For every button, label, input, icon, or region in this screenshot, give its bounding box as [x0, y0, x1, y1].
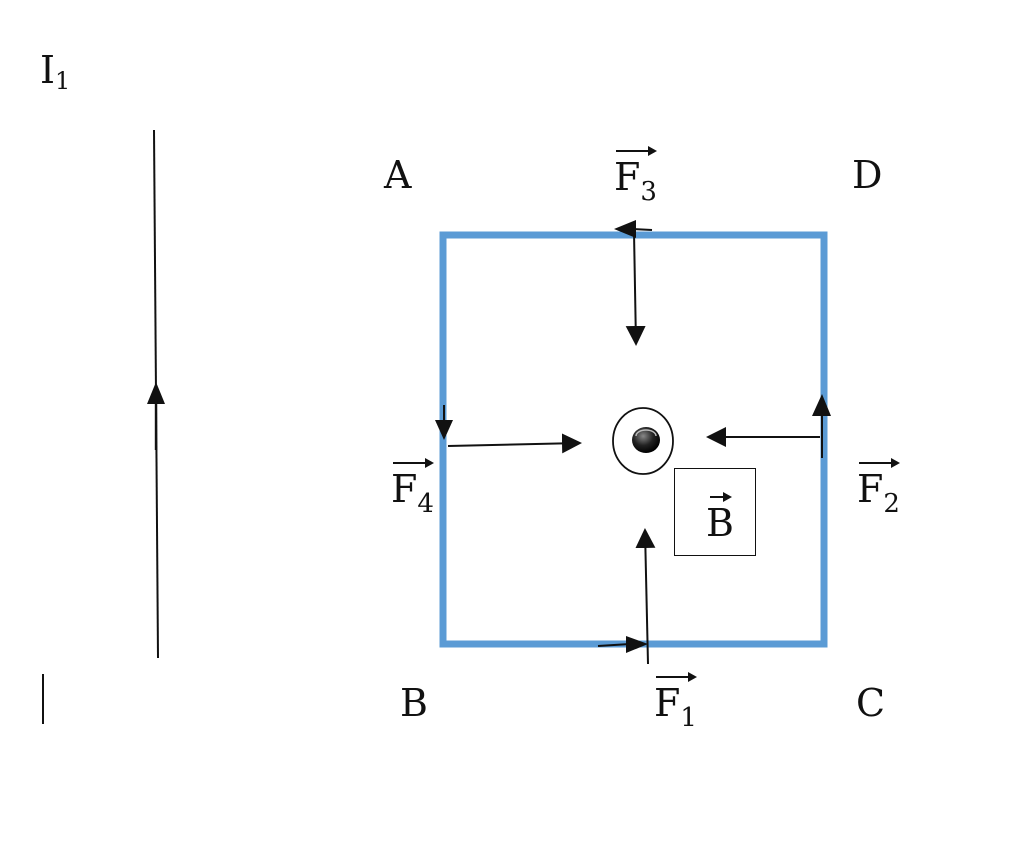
- force-2-label-base: F: [857, 467, 884, 511]
- dot-in-circle-icon: [612, 407, 674, 475]
- corner-b-label: B: [400, 681, 428, 725]
- loop-current-arrow-left-icon: [435, 420, 453, 440]
- field-label-box: B: [674, 468, 756, 556]
- force-1-label-base: F: [654, 681, 681, 725]
- current-label-sub: 1: [55, 67, 71, 95]
- loop-current-arrow-bottom-icon: [626, 636, 648, 653]
- force-3-label-sub: 3: [640, 177, 657, 207]
- current-direction-arrow-icon: [147, 382, 165, 404]
- loop-current-arrow-bottom-stem: [597, 643, 631, 647]
- force-1-arrow: [635, 528, 656, 665]
- force-2-label-sub: 2: [883, 489, 900, 519]
- force-3-label-base: F: [614, 155, 641, 199]
- force-3-label: F3: [614, 146, 657, 205]
- force-1-label-sub: 1: [680, 703, 697, 733]
- force-4-label-sub: 4: [417, 489, 434, 519]
- corner-c-label: C: [856, 681, 886, 725]
- field-label: B: [706, 492, 734, 545]
- field-label-base: B: [706, 501, 734, 545]
- force-4-label: F4: [391, 458, 434, 517]
- corner-d-label: D: [852, 153, 883, 197]
- force-1-label: F1: [654, 672, 697, 731]
- force-4-arrow: [447, 433, 582, 454]
- current-label-base: I: [40, 48, 56, 92]
- force-3-arrow: [625, 231, 646, 346]
- force-4-label-base: F: [391, 467, 418, 511]
- loop-current-arrow-top-icon: [614, 220, 636, 238]
- loop-current-arrow-top-stem: [631, 228, 653, 231]
- force-2-label: F2: [857, 458, 900, 517]
- corner-a-label: A: [384, 153, 412, 197]
- loop-current-arrow-right-icon: [812, 394, 831, 416]
- current-label: I1: [40, 48, 70, 93]
